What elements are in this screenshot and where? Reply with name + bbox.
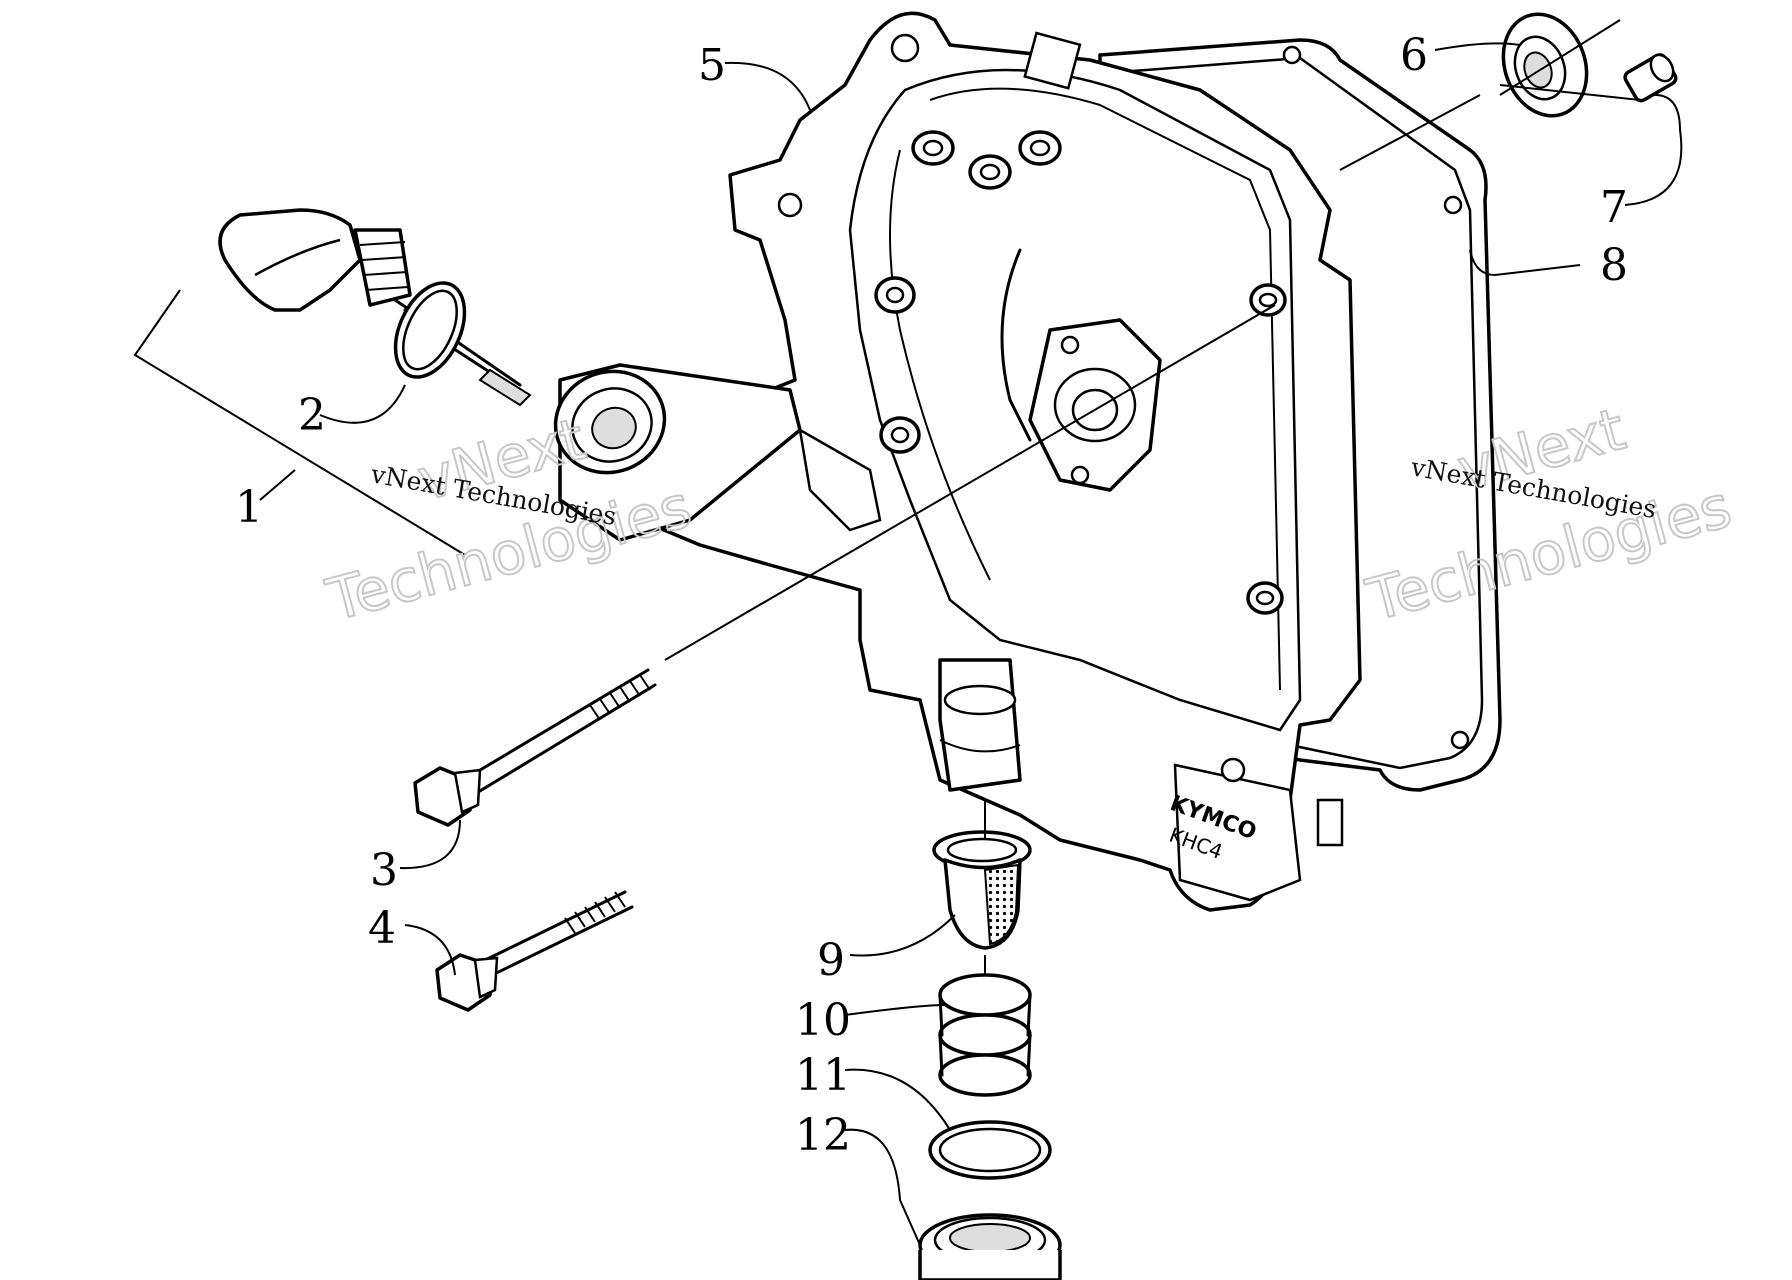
callout-11: 11 [795, 1050, 851, 1101]
leader-lines [259, 42, 1683, 1246]
callout-8: 8 [1600, 240, 1628, 291]
drain-plug [918, 1213, 1062, 1280]
oil-seal [1501, 12, 1589, 118]
drain-o-ring [928, 1120, 1052, 1180]
filler-neck [553, 369, 667, 475]
oil-strainer [932, 830, 1032, 950]
assembly-lines [133, 19, 1641, 975]
dowel-pin [1623, 53, 1678, 103]
strainer-spring [938, 973, 1032, 1097]
callout-3: 3 [370, 845, 398, 896]
callout-4: 4 [368, 903, 396, 954]
callout-5: 5 [698, 40, 726, 91]
callout-1: 1 [235, 482, 263, 533]
crankcase-cover: KYMCO KHC4 [558, 11, 1362, 912]
callout-2: 2 [298, 390, 326, 441]
callout-12: 12 [795, 1110, 851, 1161]
drain-boss [938, 658, 1022, 792]
callout-7: 7 [1600, 182, 1628, 233]
center-bearing-boss [1000, 248, 1162, 492]
flange-bolt-short [435, 890, 634, 1012]
o-ring [393, 281, 467, 379]
oil-dipstick [218, 208, 532, 407]
callouts: 1 2 3 4 5 6 7 8 9 10 11 12 [235, 30, 1628, 1161]
callout-10: 10 [795, 995, 851, 1046]
callout-9: 9 [817, 935, 845, 986]
cover-bosses [874, 130, 1287, 615]
callout-6: 6 [1400, 30, 1428, 81]
flange-bolt-long [413, 668, 657, 827]
